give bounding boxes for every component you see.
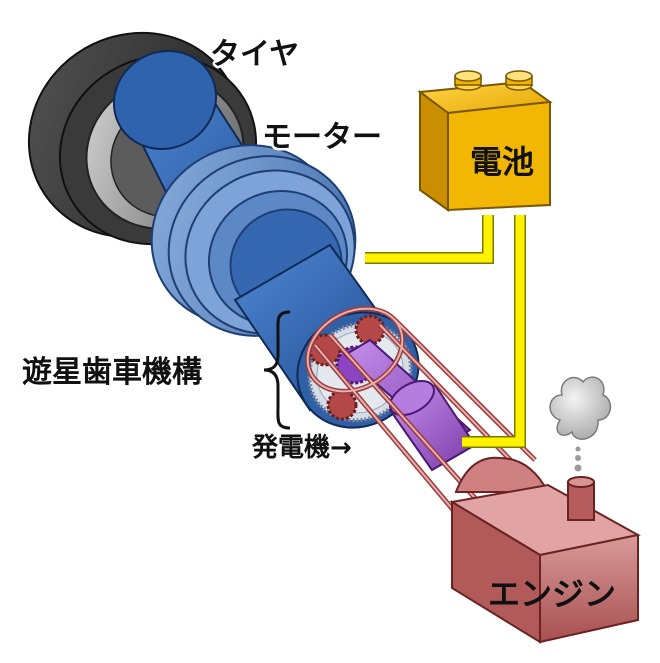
battery — [417, 70, 553, 212]
planetary-brace — [263, 310, 291, 430]
planetary-gear-label: 遊星歯車機構 — [22, 355, 202, 390]
wire-motor-battery — [365, 215, 494, 264]
planet-gear-3 — [326, 389, 358, 421]
battery-label: 電池 — [470, 143, 534, 181]
smoke — [549, 376, 612, 472]
generator — [343, 338, 477, 472]
generator-label: 発電機→ — [251, 433, 352, 463]
motor-label: モーター — [262, 120, 382, 155]
engine-label: エンジン — [488, 575, 616, 613]
tire-label: タイヤ — [210, 37, 299, 72]
wires — [365, 215, 526, 448]
engine — [449, 456, 641, 644]
